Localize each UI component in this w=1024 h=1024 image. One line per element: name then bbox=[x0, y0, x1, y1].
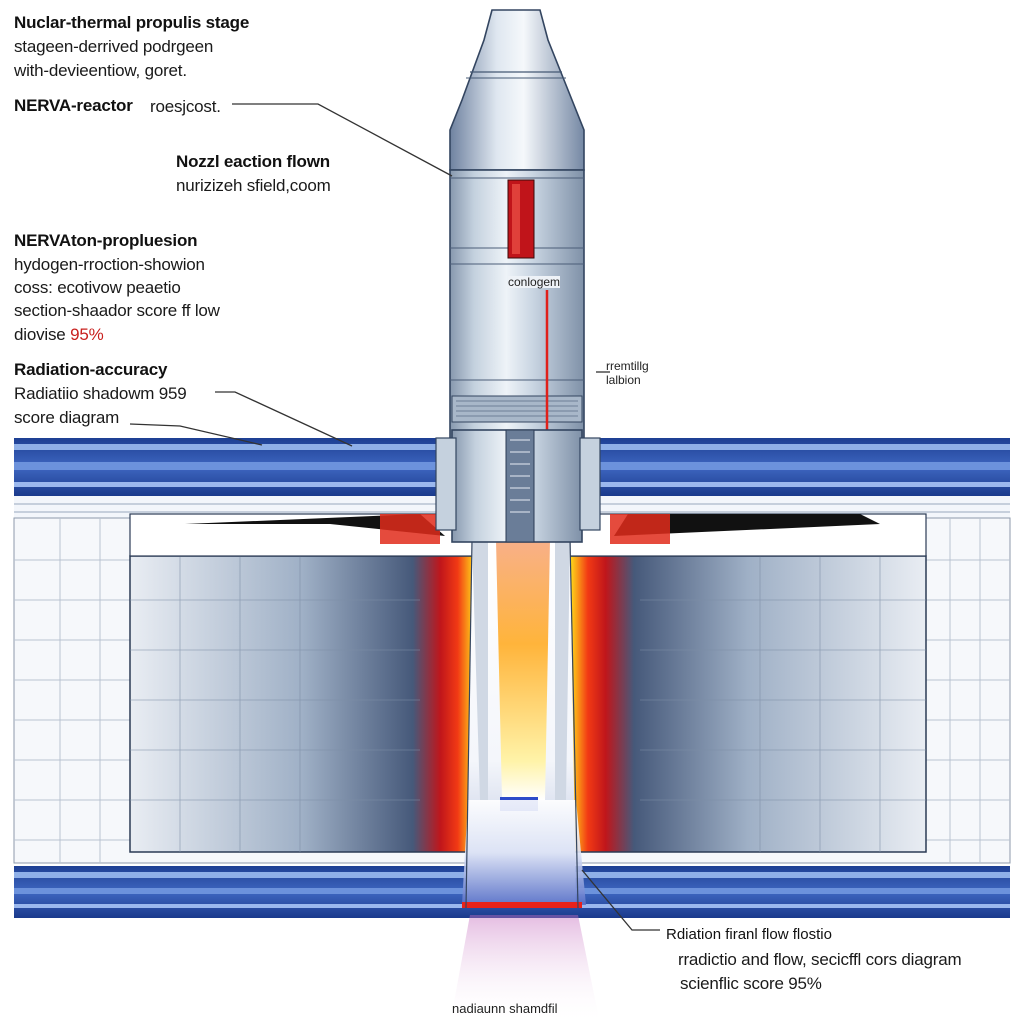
nozzle-label: Nozzl eaction flown bbox=[176, 152, 330, 171]
nerva-propulsion-percent: 95% bbox=[70, 325, 104, 344]
nerva-propulsion-label: NERVAton-propluesion bbox=[14, 231, 198, 250]
bottom-label-2: rradictio and flow, secicffl cors diagra… bbox=[678, 950, 962, 969]
nerva-propulsion-line-2: coss: ecotivow peaetio bbox=[14, 278, 181, 297]
nerva-propulsion-line-4-text: diovise bbox=[14, 325, 66, 344]
radiation-accuracy-line-1: Radiatiio shadowm 959 bbox=[14, 385, 187, 402]
title-line-1: Nuclar-thermal propulis stage bbox=[14, 13, 250, 32]
nerva-reactor-note: roesjcost. bbox=[150, 97, 221, 116]
radiation-accuracy-line-1-digit: 9 bbox=[177, 384, 187, 403]
nerva-rocket bbox=[435, 9, 601, 543]
exhaust-plume bbox=[450, 915, 600, 1024]
shield-lip bbox=[129, 513, 927, 557]
radiation-accuracy-line-1-text: Radiatiio shadowm 95 bbox=[14, 384, 178, 403]
nerva-propulsion-line-3: section-shaador score ff low bbox=[14, 301, 220, 320]
nerva-propulsion-line-1: hydogen-rroction-showion bbox=[14, 255, 205, 274]
bottom-center-label: nadiaunn shamdfil bbox=[452, 1001, 558, 1016]
leader-lines bbox=[129, 103, 660, 931]
radiation-accuracy-label: Radiation-accuracy bbox=[14, 360, 168, 379]
exhaust-channel bbox=[462, 539, 586, 909]
bottom-label-3: scienflic score 95% bbox=[680, 974, 822, 993]
nerva-reactor-label: NERVA-reactor bbox=[14, 96, 133, 115]
radiation-accuracy-line-2: score diagram bbox=[14, 408, 120, 427]
title-line-3: with-devieentiow, goret. bbox=[14, 61, 187, 80]
bottom-label-1: Rdiation firanl flow flostio bbox=[666, 926, 832, 943]
reactor-core-slot bbox=[507, 179, 535, 259]
reactor-heat-block-left bbox=[129, 555, 476, 853]
nerva-propulsion-line-4: diovise 95% bbox=[14, 326, 104, 343]
side-label-2: lalbion bbox=[606, 373, 641, 387]
side-label-1: rremtillg bbox=[606, 359, 649, 373]
coolant-tag: conlogem bbox=[508, 275, 561, 289]
reactor-heat-block-right bbox=[569, 555, 927, 853]
nozzle-note: nurizizeh sfield,coom bbox=[176, 176, 331, 195]
title-line-2: stageen-derrived podrgeen bbox=[14, 37, 214, 56]
